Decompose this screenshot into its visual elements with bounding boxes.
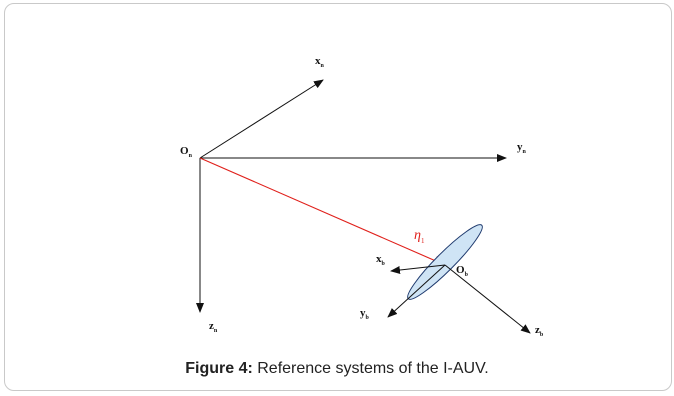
body-y-label: yb [360, 307, 370, 321]
inertial-x-axis [199, 79, 324, 159]
body-z-axis [444, 264, 531, 334]
inertial-z-label: zn [209, 320, 218, 334]
body-z-label: zb [535, 324, 544, 338]
position-vector-label: η1 [414, 228, 425, 245]
body-y-axis [387, 264, 446, 318]
body-origin-label: Ob [456, 264, 469, 278]
figure-caption: Figure 4: Reference systems of the I-AUV… [0, 360, 674, 378]
figure-frame [4, 3, 672, 391]
position-vector-arrow [199, 157, 446, 266]
body-x-axis [390, 264, 446, 274]
figure-caption-text: Reference systems of the I-AUV. [252, 360, 489, 377]
figure-caption-label: Figure 4: [185, 360, 253, 377]
inertial-origin-label: On [180, 145, 193, 159]
inertial-x-label: xn [315, 55, 325, 69]
body-x-label: xb [376, 253, 386, 267]
inertial-y-label: yn [517, 141, 527, 155]
